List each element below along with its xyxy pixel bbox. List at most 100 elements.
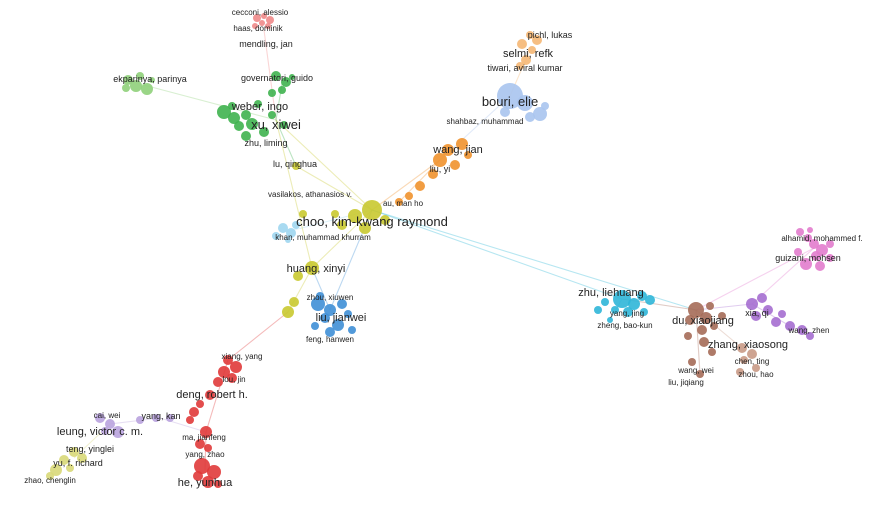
node-brown-117[interactable] <box>700 312 712 324</box>
label-cecconi-alessio[interactable]: cecconi, alessio <box>232 8 289 17</box>
label-bouri-elie[interactable]: bouri, elie <box>482 94 538 109</box>
node-cyan-108[interactable] <box>637 291 647 301</box>
node-yellow-54[interactable] <box>331 210 339 218</box>
node-red-82[interactable] <box>196 400 204 408</box>
node-light-orange-32[interactable] <box>521 55 531 65</box>
node-green-17[interactable] <box>217 105 231 119</box>
node-pink-2[interactable] <box>266 16 274 24</box>
node-green-23[interactable] <box>241 131 251 141</box>
node-sky-62[interactable] <box>286 228 296 238</box>
node-pale-yellow-100[interactable] <box>69 447 79 457</box>
node-violet-137[interactable] <box>771 317 781 327</box>
node-brown-123[interactable] <box>684 332 692 340</box>
node-cyan-114[interactable] <box>640 308 648 316</box>
node-red-91[interactable] <box>193 471 203 481</box>
node-green-24[interactable] <box>254 100 262 108</box>
node-red-79[interactable] <box>227 373 237 383</box>
label-yang-zhao[interactable]: yang, zhao <box>185 450 225 459</box>
node-light-blue-38[interactable] <box>541 102 549 110</box>
label-yu-f-richard[interactable]: yu, f. richard <box>53 458 103 468</box>
node-light-blue-39[interactable] <box>500 107 510 117</box>
node-red-92[interactable] <box>214 480 222 488</box>
node-green-16[interactable] <box>289 74 295 80</box>
node-violet-138[interactable] <box>785 321 795 331</box>
node-blue-69[interactable] <box>320 313 330 323</box>
label-teng-yinglei[interactable]: teng, yinglei <box>66 444 114 454</box>
label-zhu-liming[interactable]: zhu, liming <box>244 138 287 148</box>
node-yellow-56[interactable] <box>299 210 307 218</box>
label-ekparinya-parinya[interactable]: ekparinya, parinya <box>113 74 187 84</box>
node-magenta-144[interactable] <box>809 239 819 249</box>
node-magenta-151[interactable] <box>794 248 802 256</box>
node-orange-48[interactable] <box>395 198 403 206</box>
label-khan-muhammad-khurram[interactable]: khan, muhammad khurram <box>275 233 371 242</box>
node-cyan-110[interactable] <box>623 307 633 317</box>
node-light-orange-30[interactable] <box>517 39 527 49</box>
label-lu-qinghua[interactable]: lu, qinghua <box>273 159 317 169</box>
node-cyan-109[interactable] <box>645 295 655 305</box>
node-red-89[interactable] <box>207 465 221 479</box>
node-blue-70[interactable] <box>332 319 344 331</box>
label-cai-wei[interactable]: cai, wei <box>94 411 121 420</box>
node-cyan-107[interactable] <box>628 298 640 310</box>
node-light-blue-36[interactable] <box>533 107 547 121</box>
node-cyan-113[interactable] <box>594 306 602 314</box>
node-green-19[interactable] <box>241 110 251 120</box>
node-light-green-6[interactable] <box>123 75 133 85</box>
node-lavender-93[interactable] <box>95 413 105 423</box>
label-weber-ingo[interactable]: weber, ingo <box>231 101 288 113</box>
node-cyan-111[interactable] <box>611 306 619 314</box>
node-light-green-11[interactable] <box>149 77 155 83</box>
label-chen-ting[interactable]: chen, ting <box>735 357 770 366</box>
label-selmi-refk[interactable]: selmi, refk <box>503 48 554 60</box>
node-light-orange-33[interactable] <box>516 62 524 70</box>
label-guizani-mohsen[interactable]: guizani, mohsen <box>775 253 841 263</box>
node-green-27[interactable] <box>280 121 288 129</box>
node-red-85[interactable] <box>200 426 212 438</box>
node-cyan-115[interactable] <box>607 317 613 323</box>
node-tan-131[interactable] <box>752 364 760 372</box>
node-red-80[interactable] <box>213 377 223 387</box>
node-green-13[interactable] <box>281 77 291 87</box>
label-wang-zhen[interactable]: wang, zhen <box>788 326 830 335</box>
node-magenta-149[interactable] <box>815 261 825 271</box>
node-violet-141[interactable] <box>778 310 786 318</box>
label-huang-xinyi[interactable]: huang, xinyi <box>287 263 346 275</box>
label-zheng-bao-kun[interactable]: zheng, bao-kun <box>597 321 652 330</box>
node-yellow-60[interactable] <box>289 297 299 307</box>
label-mendling-jan[interactable]: mendling, jan <box>239 39 293 49</box>
node-yellow-53[interactable] <box>337 220 347 230</box>
node-light-green-10[interactable] <box>122 84 130 92</box>
node-violet-135[interactable] <box>763 305 773 315</box>
label-lou-jin[interactable]: lou, jin <box>222 375 245 384</box>
node-green-18[interactable] <box>228 112 240 124</box>
node-orange-46[interactable] <box>415 181 425 191</box>
node-blue-67[interactable] <box>324 304 336 316</box>
node-magenta-147[interactable] <box>811 251 821 261</box>
node-red-76[interactable] <box>223 355 233 365</box>
node-green-20[interactable] <box>234 121 244 131</box>
node-magenta-142[interactable] <box>796 228 804 236</box>
node-violet-139[interactable] <box>797 325 807 335</box>
node-red-83[interactable] <box>189 407 199 417</box>
node-green-12[interactable] <box>271 71 281 81</box>
label-leung-victor-c-m[interactable]: leung, victor c. m. <box>57 426 143 438</box>
node-sky-64[interactable] <box>292 221 300 229</box>
label-liu-jianwei[interactable]: liu, jianwei <box>316 312 367 324</box>
node-green-26[interactable] <box>228 102 236 110</box>
node-lavender-94[interactable] <box>105 419 115 429</box>
label-pichl-lukas[interactable]: pichl, lukas <box>528 30 573 40</box>
node-yellow-52[interactable] <box>380 215 390 225</box>
node-light-blue-35[interactable] <box>517 95 533 111</box>
label-wang-wei[interactable]: wang, wei <box>677 366 714 375</box>
node-pink-3[interactable] <box>259 20 265 26</box>
label-du-xiaojiang[interactable]: du, xiaojiang <box>672 315 734 327</box>
node-brown-120[interactable] <box>710 322 718 330</box>
node-pale-yellow-101[interactable] <box>77 453 87 463</box>
node-orange-41[interactable] <box>442 144 454 156</box>
node-blue-71[interactable] <box>344 310 352 318</box>
node-brown-124[interactable] <box>699 337 709 347</box>
node-light-orange-28[interactable] <box>526 31 534 39</box>
node-magenta-143[interactable] <box>804 234 812 242</box>
node-yellow-57[interactable] <box>305 261 319 275</box>
